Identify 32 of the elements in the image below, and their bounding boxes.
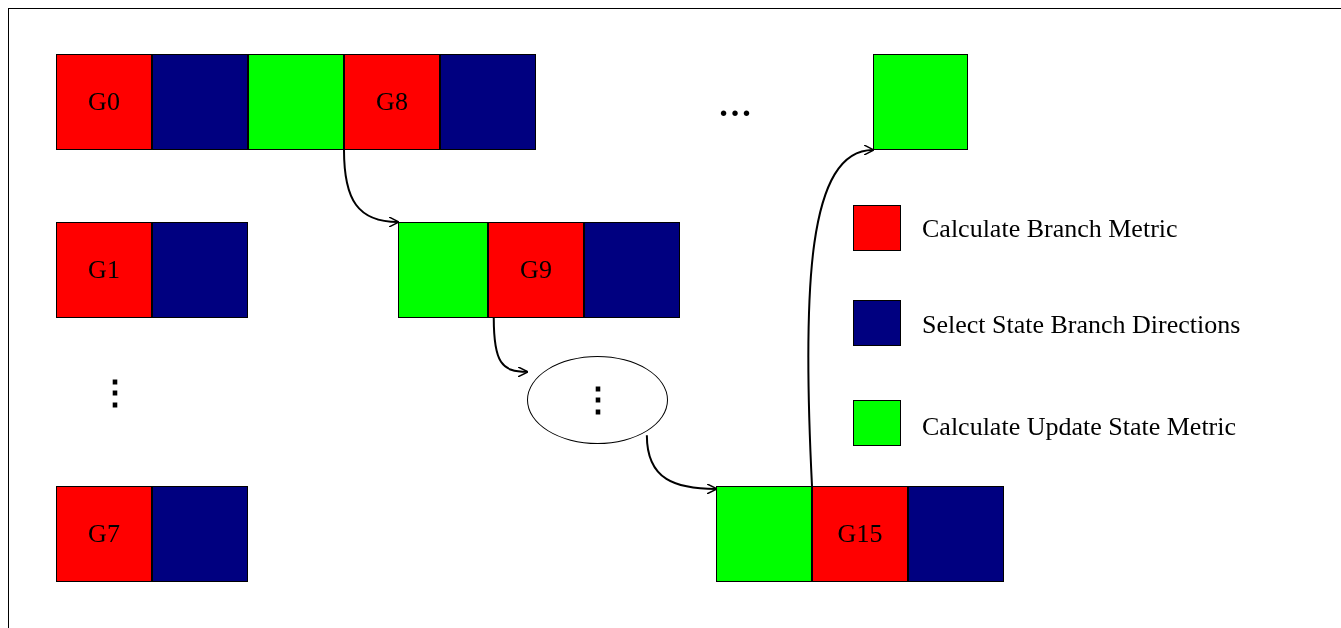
step-box (488, 222, 584, 318)
curved-arrow (343, 149, 400, 228)
step-box (812, 486, 908, 582)
curved-arrow (645, 434, 718, 495)
step-box (440, 54, 536, 150)
box-label: G1 (88, 254, 120, 286)
step-box (56, 54, 152, 150)
legend-text: Calculate Update State Metric (922, 412, 1237, 442)
ellipsis: … (718, 88, 752, 122)
box-label: G7 (88, 518, 120, 550)
step-box (398, 222, 488, 318)
step-box (56, 486, 152, 582)
step-box (344, 54, 440, 150)
curved-arrow (492, 317, 529, 378)
step-box (152, 222, 248, 318)
box-label: G9 (520, 254, 552, 286)
step-box (56, 222, 152, 318)
box-label: G15 (837, 518, 883, 550)
legend-text: Calculate Branch Metric (922, 214, 1178, 244)
box-label: G0 (88, 86, 120, 118)
legend-text: Select State Branch Directions (922, 310, 1241, 340)
curved-arrow (807, 146, 875, 487)
step-box (716, 486, 812, 582)
step-box (873, 54, 968, 150)
step-box (152, 486, 248, 582)
vertical-ellipsis: ⋮ (580, 379, 615, 420)
box-label: G8 (376, 86, 408, 118)
step-box (584, 222, 680, 318)
step-box (152, 54, 248, 150)
step-box (908, 486, 1004, 582)
step-box (248, 54, 344, 150)
ellipsis: ⋮ (98, 376, 132, 410)
